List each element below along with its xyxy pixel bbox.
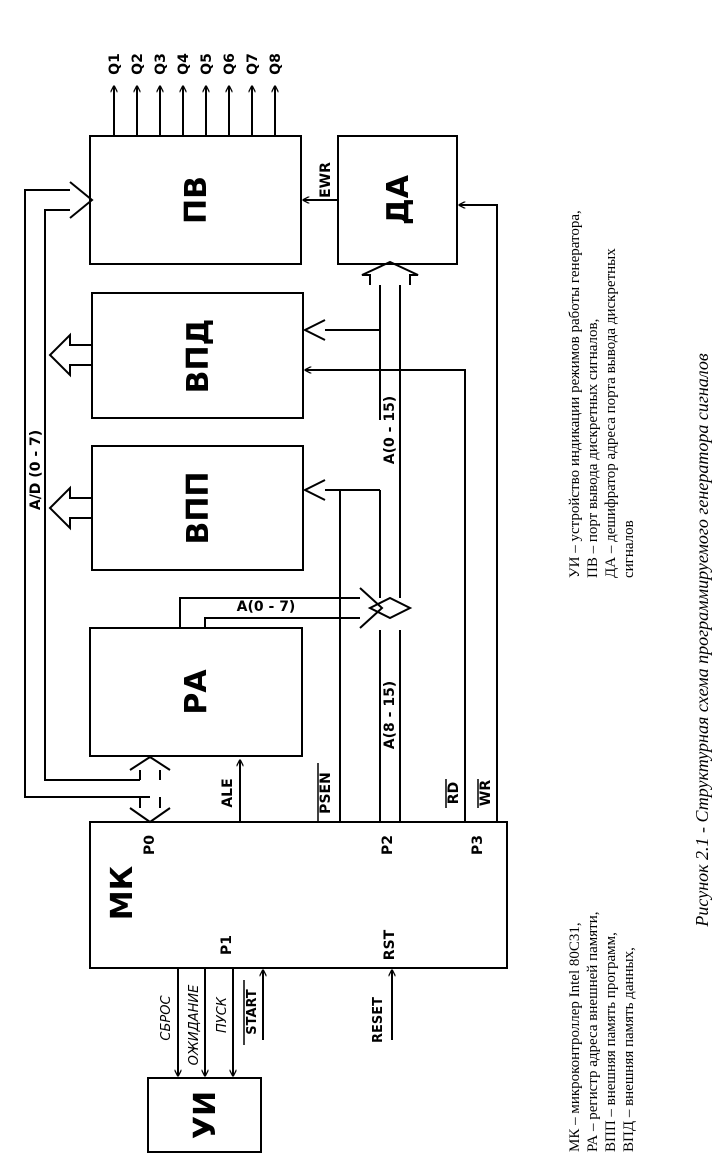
output-q8: Q8 bbox=[268, 53, 284, 75]
bus-ad-label: A/D (0 - 7) bbox=[28, 430, 44, 510]
legend-left-4: ВПД – внешняя память данных, bbox=[621, 947, 637, 1152]
bus-address bbox=[179, 260, 419, 822]
signal-pusk: ПУСК bbox=[215, 996, 230, 1033]
output-q7: Q7 bbox=[245, 53, 261, 75]
label-vpp: ВПП bbox=[181, 471, 216, 544]
port-p2: P2 bbox=[380, 835, 396, 855]
block-mk bbox=[89, 821, 508, 969]
rd-line bbox=[305, 370, 466, 822]
ewr-label: EWR bbox=[318, 162, 334, 198]
port-rst: RST bbox=[382, 929, 398, 960]
port-p0: P0 bbox=[142, 835, 158, 855]
label-ra: РА bbox=[179, 669, 214, 715]
block-ra bbox=[89, 627, 303, 757]
signal-sbros: СБРОС bbox=[159, 995, 174, 1041]
bus-a07-label: A(0 - 7) bbox=[237, 599, 296, 615]
block-vpp bbox=[91, 445, 304, 571]
output-q4: Q4 bbox=[176, 53, 192, 75]
bus-ad bbox=[24, 181, 171, 824]
output-q1: Q1 bbox=[107, 53, 123, 75]
figure-caption: Рисунок 2.1 - Структурная схема программ… bbox=[692, 353, 712, 927]
output-lines bbox=[114, 86, 275, 136]
output-q5: Q5 bbox=[199, 53, 215, 75]
legend-right-1: УИ – устройство индикации режимов работы… bbox=[567, 210, 583, 578]
legend-right-2: ПВ – порт вывода дискретных сигналов, bbox=[585, 319, 601, 578]
wr-label: WR bbox=[478, 780, 494, 806]
label-mk: МК bbox=[105, 865, 140, 920]
output-q6: Q6 bbox=[222, 53, 238, 75]
ale-label: ALE bbox=[220, 778, 236, 807]
legend-left-2: РА – регистр адреса внешней памяти, bbox=[585, 912, 601, 1153]
psen-label: PSEN bbox=[318, 772, 334, 814]
label-ui: УИ bbox=[188, 1091, 223, 1139]
legend-left-3: ВПП – внешняя память программ, bbox=[603, 932, 619, 1152]
block-pv bbox=[89, 135, 302, 265]
bus-a015-label: A(0 - 15) bbox=[382, 396, 398, 464]
wr-line bbox=[459, 205, 498, 822]
block-vpd bbox=[91, 292, 304, 419]
rd-label: RD bbox=[446, 782, 462, 804]
port-p3: P3 bbox=[470, 835, 486, 855]
legend-left-1: МК – микроконтроллер Intel 80C31, bbox=[567, 922, 583, 1152]
label-pv: ПВ bbox=[179, 176, 214, 224]
ui-signal-lines bbox=[178, 968, 263, 1076]
label-vpd: ВПД bbox=[181, 319, 216, 394]
reset-label: RESET bbox=[371, 997, 386, 1043]
overbars bbox=[243, 763, 479, 1045]
legend-right-4: сигналов bbox=[621, 520, 637, 578]
output-q3: Q3 bbox=[153, 53, 169, 75]
signal-start: START bbox=[245, 989, 260, 1035]
legend-right-3: ДА – дешифратор адреса порта вывода диск… bbox=[603, 248, 619, 578]
port-p1: P1 bbox=[219, 935, 235, 955]
bus-a815-label: A(8 - 15) bbox=[382, 681, 398, 749]
output-q2: Q2 bbox=[130, 53, 146, 75]
signal-ozhidanie: ОЖИДАНИЕ bbox=[187, 984, 202, 1066]
block-ui bbox=[147, 1077, 262, 1153]
label-da: ДА bbox=[381, 174, 416, 225]
